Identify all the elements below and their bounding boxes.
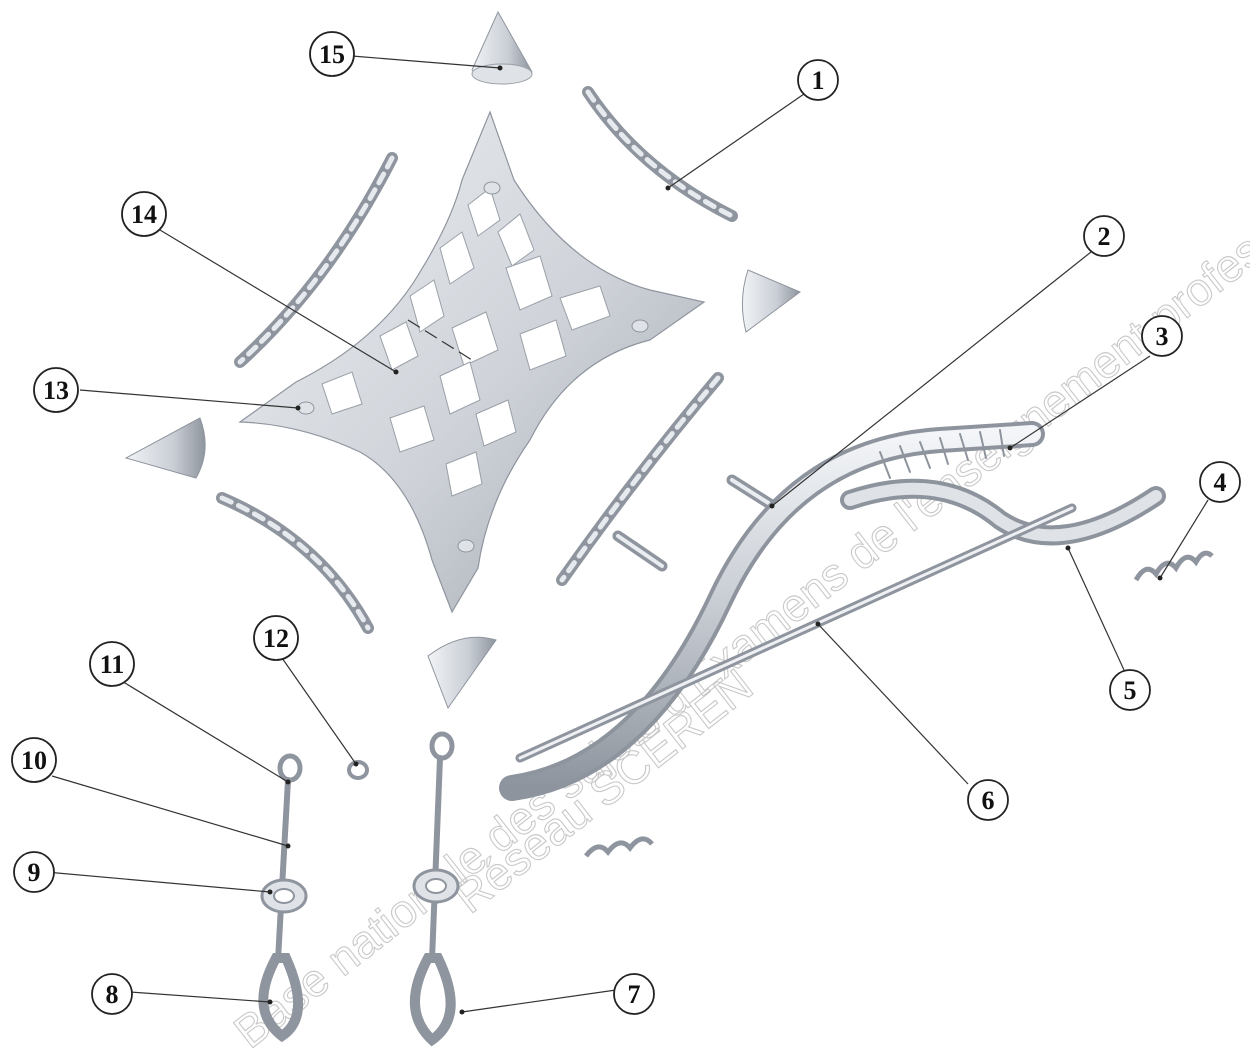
leader-dots — [267, 65, 1163, 1015]
svg-text:12: 12 — [263, 624, 289, 653]
callout-12: 12 — [253, 615, 299, 661]
svg-text:3: 3 — [1156, 322, 1169, 351]
svg-text:1: 1 — [812, 66, 825, 95]
svg-text:4: 4 — [1214, 468, 1227, 497]
callout-1: 1 — [797, 59, 839, 101]
svg-text:11: 11 — [100, 650, 125, 679]
watermark-line-2: Réseau SCEREN — [444, 658, 762, 922]
part-hanging-rod-left — [258, 753, 308, 1043]
part-top-cone — [471, 10, 533, 85]
callout-10: 10 — [11, 737, 57, 783]
callout-11: 11 — [89, 641, 135, 687]
part-hanging-rod-right — [410, 731, 460, 1047]
part-small-pins — [612, 474, 776, 572]
svg-text:14: 14 — [131, 200, 157, 229]
svg-text:2: 2 — [1098, 222, 1111, 251]
part-springs — [584, 550, 1214, 858]
svg-text:15: 15 — [319, 40, 345, 69]
callout-2: 2 — [1083, 215, 1125, 257]
part-small-ring — [347, 760, 369, 780]
callout-15: 15 — [309, 31, 355, 77]
callout-5: 5 — [1109, 669, 1151, 711]
svg-text:7: 7 — [628, 980, 641, 1009]
part-side-wedges — [124, 269, 802, 710]
callout-8: 8 — [91, 973, 133, 1015]
callout-6: 6 — [967, 779, 1009, 821]
leader-lines — [45, 55, 1209, 1013]
svg-text:8: 8 — [106, 980, 119, 1009]
callout-9: 9 — [13, 851, 55, 893]
callout-13: 13 — [33, 367, 79, 413]
callout-3: 3 — [1141, 315, 1183, 357]
callouts: 15 1 2 3 4 5 6 7 8 9 10 11 12 13 14 — [11, 31, 1241, 1015]
part-long-rod — [515, 503, 1077, 763]
part-twisted-bars — [216, 86, 738, 634]
callout-4: 4 — [1199, 461, 1241, 503]
callout-14: 14 — [121, 191, 167, 237]
callout-7: 7 — [613, 973, 655, 1015]
svg-text:10: 10 — [21, 746, 47, 775]
svg-text:13: 13 — [43, 376, 69, 405]
svg-text:9: 9 — [28, 858, 41, 887]
svg-text:5: 5 — [1124, 676, 1137, 705]
part-horn-tubes — [499, 421, 1166, 801]
svg-text:6: 6 — [982, 786, 995, 815]
part-central-frame — [238, 110, 706, 614]
